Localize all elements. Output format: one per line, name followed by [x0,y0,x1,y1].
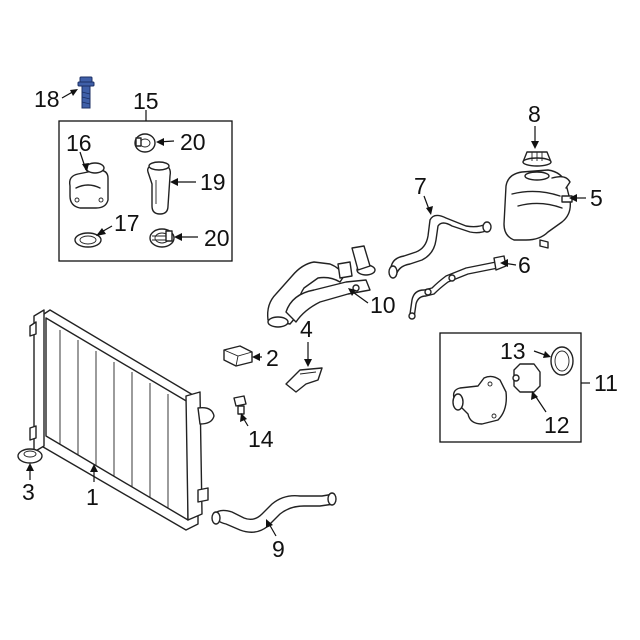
callout-6: 6 [518,252,531,278]
callout-7: 7 [414,173,427,199]
callout-13: 13 [500,338,526,364]
part-17-o-ring[interactable] [74,232,102,248]
part-13-seal[interactable] [550,346,574,376]
part-20-hose-clamp-bottom[interactable] [149,228,175,248]
callout-14: 14 [248,426,274,452]
callout-3: 3 [22,479,35,505]
part-18-bolt[interactable] [77,76,95,109]
callout-11: 11 [594,370,618,396]
group-box-11 [439,332,582,443]
callout-17: 17 [114,210,140,236]
part-12-thermostat[interactable] [512,363,541,393]
callout-20-bottom: 20 [204,225,230,251]
callout-2: 2 [266,345,279,371]
part-4-bracket[interactable] [285,367,323,393]
callout-12: 12 [544,412,570,438]
callout-15: 15 [133,88,159,114]
callout-9: 9 [272,536,285,562]
leader-lines [26,89,590,537]
callout-19: 19 [200,169,226,195]
callout-16: 16 [66,130,92,156]
callout-20-top: 20 [180,129,206,155]
callout-10: 10 [370,292,396,318]
callout-8: 8 [528,101,541,127]
callout-5: 5 [590,185,603,211]
part-10-upper-hose[interactable] [266,245,376,328]
callout-18: 18 [34,86,60,112]
part-7-hose[interactable] [388,214,492,279]
part-5-coolant-reservoir[interactable] [503,169,573,249]
callout-4: 4 [300,316,313,342]
part-14-bolt[interactable] [233,395,247,415]
part-2-clip[interactable] [223,345,253,367]
part-9-lower-hose[interactable] [211,492,337,533]
part-19-hose[interactable] [146,161,172,215]
part-11-water-outlet-housing[interactable] [452,375,508,425]
part-20-hose-clamp-top[interactable] [134,133,156,153]
part-1-radiator[interactable] [29,309,215,531]
part-3-drain-plug[interactable] [17,448,43,464]
part-6-pipe[interactable] [408,255,507,320]
part-16-thermostat-housing[interactable] [68,162,109,209]
part-8-reservoir-cap[interactable] [522,151,552,167]
callout-1: 1 [86,484,99,510]
